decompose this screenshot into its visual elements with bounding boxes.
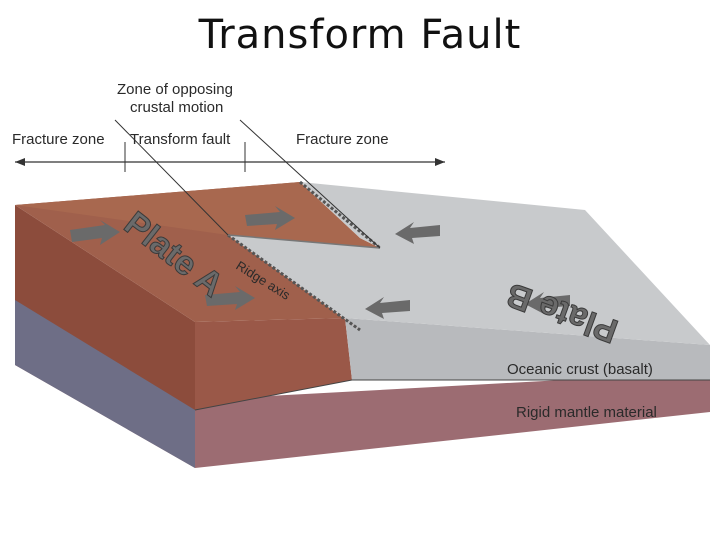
fracture-zone-left-label: Fracture zone (12, 131, 105, 148)
rigid-mantle-label: Rigid mantle material (516, 404, 657, 421)
oceanic-crust-label: Oceanic crust (basalt) (507, 361, 653, 378)
dimension-arrow-right (435, 158, 445, 166)
transform-fault-label: Transform fault (130, 131, 231, 148)
zone-label-line2: crustal motion (130, 99, 223, 116)
fracture-zone-right-label: Fracture zone (296, 131, 389, 148)
zone-label-line1: Zone of opposing (117, 81, 233, 98)
dimension-arrow-left (15, 158, 25, 166)
